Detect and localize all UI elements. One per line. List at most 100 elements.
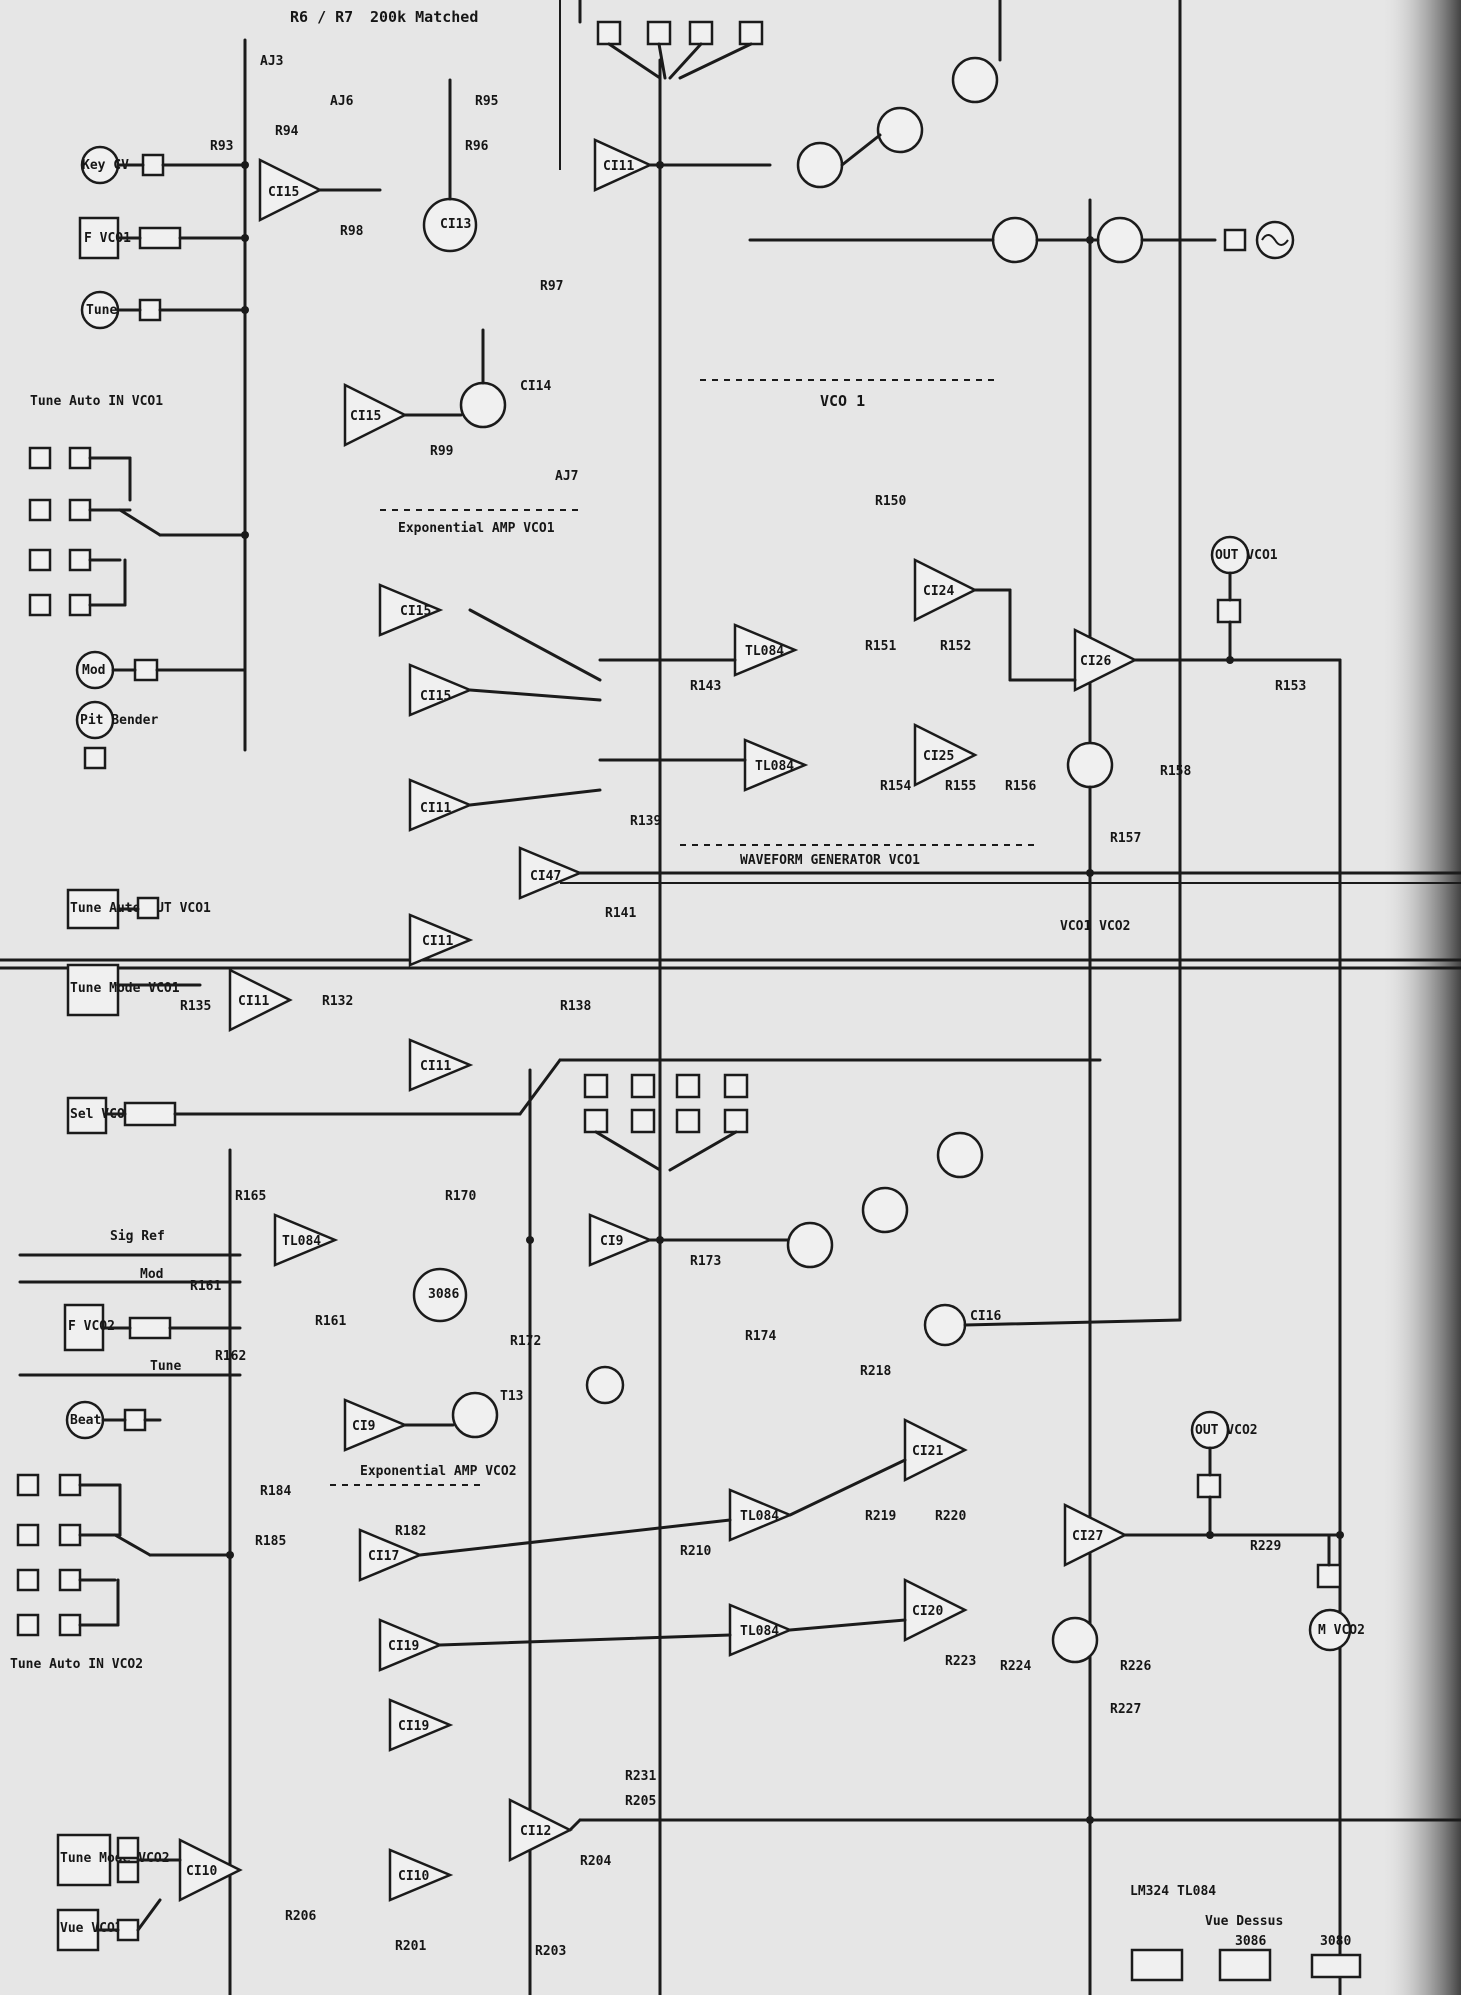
vco2-inputs: Sig Ref Mod F VCO2 Tune Beat (18, 1229, 242, 1440)
input-sel-vco1: Sel VCO1 (66, 1058, 1102, 1135)
svg-text:CI25: CI25 (923, 749, 954, 764)
svg-text:R182: R182 (395, 1524, 426, 1539)
svg-text:TL084: TL084 (282, 1234, 321, 1249)
svg-text:R141: R141 (605, 906, 636, 921)
svg-text:R162: R162 (215, 1349, 246, 1364)
tune-auto-switch-vco1 (28, 446, 247, 617)
svg-text:CI11: CI11 (420, 801, 451, 816)
svg-text:Sel VCO1: Sel VCO1 (70, 1107, 133, 1122)
svg-text:CI15: CI15 (420, 689, 451, 704)
legend-3080: 3080 (1320, 1934, 1351, 1949)
svg-text:R150: R150 (875, 494, 906, 509)
sync-out-vco1 (1223, 220, 1295, 260)
svg-text:TL084: TL084 (755, 759, 794, 774)
svg-text:R98: R98 (340, 224, 364, 239)
svg-text:R158: R158 (1160, 764, 1191, 779)
svg-text:R203: R203 (535, 1944, 566, 1959)
exp-amp-vco1-label: Exponential AMP VCO1 (398, 521, 555, 536)
svg-text:R205: R205 (625, 1794, 656, 1809)
svg-text:F VCO1: F VCO1 (84, 231, 131, 246)
svg-text:R173: R173 (690, 1254, 721, 1269)
output-vco1: OUT VCO1 (1210, 535, 1278, 662)
svg-text:CI10: CI10 (186, 1864, 217, 1879)
tune-auto-switch-top (578, 0, 1002, 80)
svg-text:CI47: CI47 (530, 869, 561, 884)
vco1-core: CI15 CI13 CI15 CI14 Exponential AMP VCO1… (258, 56, 1217, 536)
svg-text:R151: R151 (865, 639, 896, 654)
svg-text:CI9: CI9 (600, 1234, 623, 1249)
svg-text:CI16: CI16 (970, 1309, 1001, 1324)
svg-text:R231: R231 (625, 1769, 656, 1784)
svg-text:R201: R201 (395, 1939, 426, 1954)
input-pitch-bender: Pit Bender (75, 700, 158, 770)
svg-text:CI12: CI12 (520, 1824, 551, 1839)
svg-text:R204: R204 (580, 1854, 611, 1869)
svg-text:R94: R94 (275, 124, 299, 139)
sine-wave-icon (1261, 234, 1289, 246)
svg-text:TL084: TL084 (745, 644, 784, 659)
svg-text:R95: R95 (475, 94, 498, 109)
svg-text:R93: R93 (210, 139, 233, 154)
svg-text:R227: R227 (1110, 1702, 1141, 1717)
junctions (226, 161, 1344, 1824)
svg-text:CI11: CI11 (238, 994, 269, 1009)
tune-auto-in-vco1-label: Tune Auto IN VCO1 (30, 394, 163, 409)
vco2-core: TL084 CI9 3086 CI9 T13 CI16 Exponential … (273, 1131, 1182, 1486)
svg-text:CI15: CI15 (400, 604, 431, 619)
svg-text:3086: 3086 (428, 1287, 459, 1302)
svg-text:R220: R220 (935, 1509, 966, 1524)
svg-text:CI11: CI11 (422, 934, 453, 949)
svg-text:Mod: Mod (140, 1267, 163, 1282)
input-f-vco1: F VCO1 (78, 216, 247, 260)
svg-text:R139: R139 (630, 814, 661, 829)
scan-shadow (1380, 0, 1461, 1995)
svg-text:Tune: Tune (86, 303, 117, 318)
svg-text:AJ7: AJ7 (555, 469, 578, 484)
svg-text:R226: R226 (1120, 1659, 1151, 1674)
opamp-ci15-exp (343, 382, 408, 448)
svg-text:CI13: CI13 (440, 217, 471, 232)
svg-text:CI15: CI15 (268, 185, 299, 200)
svg-text:Tune Mode VCO1: Tune Mode VCO1 (70, 981, 180, 996)
svg-text:OUT VCO1: OUT VCO1 (1215, 548, 1278, 563)
svg-text:TL084: TL084 (740, 1624, 779, 1639)
svg-text:R161: R161 (315, 1314, 346, 1329)
svg-text:CI26: CI26 (1080, 654, 1111, 669)
vco2-tune-mode: Tune Mode VCO2 Vue VCO2 (56, 1833, 182, 1952)
svg-text:R170: R170 (445, 1189, 476, 1204)
chip-outline-3086 (1218, 1948, 1272, 1982)
svg-text:R135: R135 (180, 999, 211, 1014)
output-vco2: OUT VCO2 M VCO2 (1190, 1410, 1365, 1652)
note-r6-r7: R6 / R7 (290, 8, 353, 26)
svg-text:R138: R138 (560, 999, 591, 1014)
svg-text:Vue VCO2: Vue VCO2 (60, 1921, 123, 1936)
svg-text:F VCO2: F VCO2 (68, 1319, 115, 1334)
svg-text:R218: R218 (860, 1364, 891, 1379)
svg-text:CI19: CI19 (388, 1639, 419, 1654)
svg-text:Key CV: Key CV (82, 158, 129, 173)
note-matched: 200k Matched (370, 8, 478, 26)
legend-3086: 3086 (1235, 1934, 1266, 1949)
part-labels-top: R93 R94 AJ6 AJ3 R95 R96 R97 R98 R99 AJ7 … (180, 54, 1306, 1014)
legend-vue-dessus: Vue Dessus (1205, 1914, 1283, 1929)
svg-text:T13: T13 (500, 1389, 523, 1404)
svg-text:CI21: CI21 (912, 1444, 943, 1459)
input-mod-vco1: Mod (75, 650, 247, 690)
chip-outline-lm324 (1130, 1948, 1184, 1982)
svg-text:R99: R99 (430, 444, 453, 459)
svg-text:R229: R229 (1250, 1539, 1281, 1554)
svg-text:CI20: CI20 (912, 1604, 943, 1619)
svg-text:CI17: CI17 (368, 1549, 399, 1564)
svg-text:R184: R184 (260, 1484, 291, 1499)
svg-text:R97: R97 (540, 279, 563, 294)
svg-text:R224: R224 (1000, 1659, 1031, 1674)
svg-text:R156: R156 (1005, 779, 1036, 794)
opamp-ci15-a (258, 157, 323, 223)
svg-text:CI27: CI27 (1072, 1529, 1103, 1544)
input-tune: Tune (80, 290, 247, 330)
svg-text:AJ3: AJ3 (260, 54, 283, 69)
tune-auto-switch-mid (583, 1073, 749, 1172)
legend-chips: LM324 TL084 Vue Dessus 3086 3080 (1130, 1884, 1362, 1982)
svg-text:Tune: Tune (150, 1359, 181, 1374)
